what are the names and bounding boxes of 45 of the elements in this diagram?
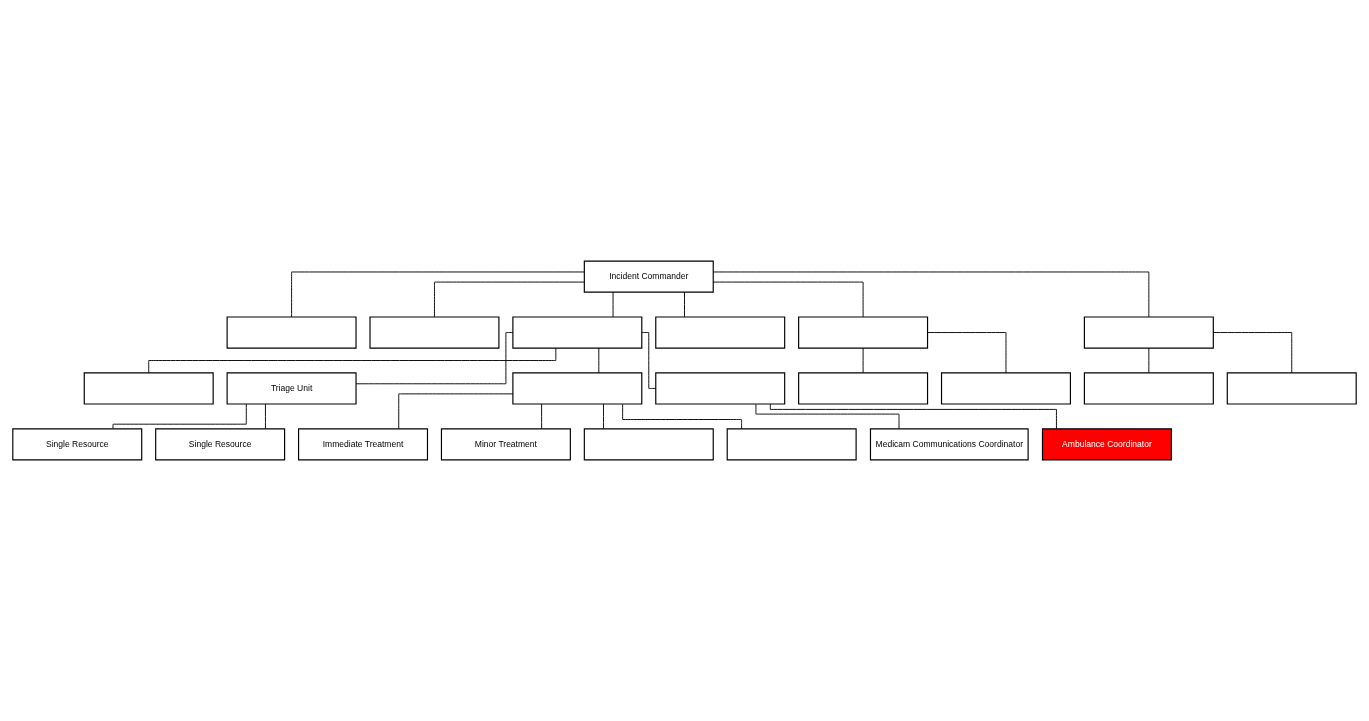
node-box bbox=[83, 372, 214, 405]
connector bbox=[355, 332, 514, 385]
connector bbox=[927, 332, 1007, 374]
connector bbox=[598, 347, 600, 374]
node-box: Immediate Treatment bbox=[298, 428, 429, 461]
connector bbox=[769, 403, 1057, 430]
connector bbox=[603, 403, 604, 430]
connector bbox=[755, 403, 900, 429]
node-box bbox=[726, 428, 857, 461]
connector bbox=[862, 347, 864, 374]
connector bbox=[264, 403, 266, 430]
node-box bbox=[512, 372, 643, 405]
node-box: Single Resource bbox=[155, 428, 286, 461]
node-box: Minor Treatment bbox=[440, 428, 571, 461]
node-box: Ambulance Coordinator bbox=[1041, 428, 1172, 461]
connector bbox=[641, 332, 657, 389]
node-box bbox=[583, 428, 714, 461]
node-box bbox=[1226, 372, 1357, 405]
connector bbox=[1148, 347, 1150, 374]
node-box: Incident Commander bbox=[583, 260, 714, 293]
connector bbox=[712, 281, 864, 318]
node-box bbox=[226, 316, 357, 349]
node-box bbox=[1083, 372, 1214, 405]
node-box: Single Resource bbox=[12, 428, 143, 461]
connector bbox=[712, 271, 1150, 318]
connector bbox=[541, 403, 543, 430]
node-box bbox=[655, 316, 786, 349]
connector bbox=[112, 403, 247, 430]
node-box bbox=[940, 372, 1071, 405]
node-box bbox=[369, 316, 500, 349]
node-box bbox=[1083, 316, 1214, 349]
node-box: Triage Unit bbox=[226, 372, 357, 405]
node-box bbox=[512, 316, 643, 349]
connector bbox=[148, 347, 557, 374]
node-box: Medicam Communications Coordinator bbox=[869, 428, 1029, 461]
connector bbox=[612, 291, 614, 318]
connector bbox=[434, 281, 585, 318]
connector bbox=[622, 403, 743, 430]
connector bbox=[684, 291, 685, 318]
connector bbox=[1212, 332, 1293, 374]
connector bbox=[398, 393, 514, 430]
node-box bbox=[798, 372, 929, 405]
node-box bbox=[798, 316, 929, 349]
node-box bbox=[655, 372, 786, 405]
connector bbox=[291, 271, 585, 318]
